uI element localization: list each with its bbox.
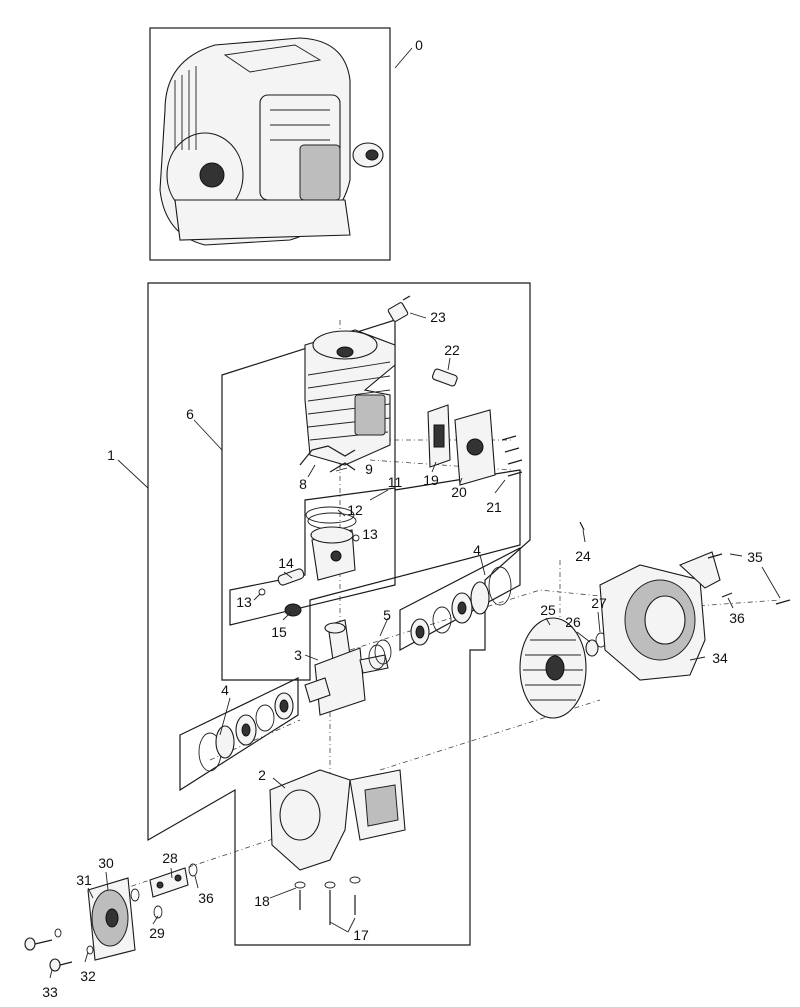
callout-20: 20 — [451, 484, 467, 500]
callout-17: 17 — [353, 927, 369, 943]
callout-1: 1 — [107, 447, 115, 463]
callout-14: 14 — [278, 555, 294, 571]
callout-4-upper: 4 — [473, 542, 481, 558]
clip-9 — [329, 462, 356, 473]
callout-0: 0 — [415, 37, 423, 53]
callout-36-starter: 36 — [729, 610, 745, 626]
bolt-35 — [707, 553, 791, 605]
flywheel-25 — [519, 617, 587, 719]
callout-30: 30 — [98, 855, 114, 871]
recoil-starter-34 — [599, 551, 721, 681]
spark-plug-23 — [387, 295, 411, 322]
callout-3: 3 — [294, 647, 302, 663]
callout-13-upper: 13 — [362, 526, 378, 542]
callout-18: 18 — [254, 893, 270, 909]
bolt-36-starter — [721, 592, 733, 598]
callout-15: 15 — [271, 624, 287, 640]
pin-24 — [579, 521, 585, 531]
callout-29: 29 — [149, 925, 165, 941]
needle-bearing-15 — [284, 603, 302, 617]
callout-21: 21 — [486, 499, 502, 515]
short-block-outline — [147, 282, 531, 946]
callout-5: 5 — [383, 607, 391, 623]
callout-8: 8 — [299, 476, 307, 492]
callout-22: 22 — [444, 342, 460, 358]
callout-34: 34 — [712, 650, 728, 666]
callout-19: 19 — [423, 472, 439, 488]
callout-27: 27 — [591, 595, 607, 611]
engine-assembly-frame — [149, 27, 391, 261]
callout-13-lower: 13 — [236, 594, 252, 610]
clip-8 — [299, 445, 356, 466]
callout-36-clutch: 36 — [198, 890, 214, 906]
callout-23: 23 — [430, 309, 446, 325]
callout-2: 2 — [258, 767, 266, 783]
callout-9: 9 — [365, 461, 373, 477]
circlip-13 — [258, 534, 360, 596]
callout-6: 6 — [186, 406, 194, 422]
bearing-set-frame-upper — [399, 547, 521, 652]
callout-26: 26 — [565, 614, 581, 630]
clutch-assembly-30 — [87, 877, 136, 961]
washers-18 — [294, 876, 361, 889]
crankshaft-3 — [304, 619, 389, 716]
callout-35: 35 — [747, 549, 763, 565]
piston-subassembly-frame — [229, 487, 396, 626]
leader-lines — [49, 47, 781, 979]
nut-26 — [585, 639, 599, 657]
seal-5 — [368, 639, 392, 670]
callout-31: 31 — [76, 872, 92, 888]
callout-11: 11 — [387, 474, 403, 490]
engine-assembly-illustration — [159, 37, 384, 246]
bearing-set-frame-lower — [179, 677, 299, 792]
callout-4-lower: 4 — [221, 682, 229, 698]
callout-32: 32 — [80, 968, 96, 984]
fitting-22 — [431, 368, 458, 387]
crankcase-2 — [269, 769, 406, 871]
gasket-19 — [427, 404, 451, 468]
piston-illustration — [310, 526, 356, 581]
callout-12: 12 — [347, 502, 363, 518]
bolts-32-33 — [24, 928, 94, 972]
insulator-20 — [454, 409, 496, 486]
bolts-17 — [299, 890, 356, 925]
bearings-upper — [410, 566, 512, 646]
bearings-lower — [198, 692, 294, 772]
callout-28: 28 — [162, 850, 178, 866]
cylinder-illustration — [304, 329, 396, 466]
callout-33: 33 — [42, 984, 58, 1000]
callout-24: 24 — [575, 548, 591, 564]
clutch-shoe-28 — [149, 867, 189, 898]
callout-25: 25 — [540, 602, 556, 618]
washers-29-36-clutch — [130, 863, 198, 919]
bolts-21 — [501, 435, 523, 477]
cylinder-subassembly-frame — [221, 319, 521, 681]
